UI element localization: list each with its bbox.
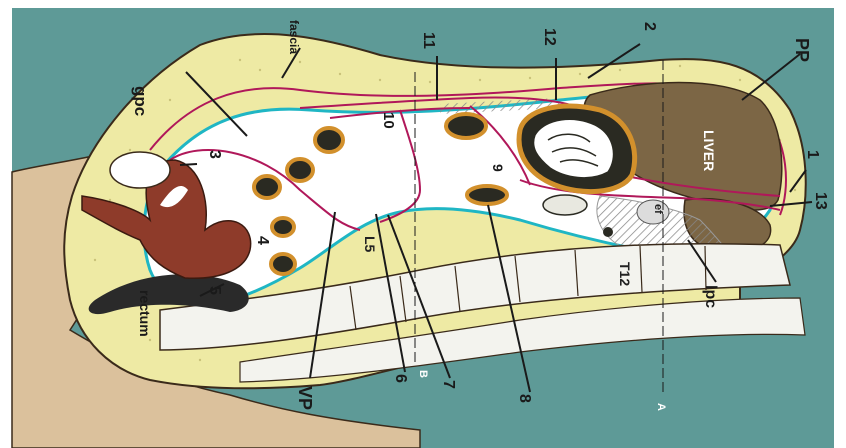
label-t12: T12 xyxy=(617,262,633,286)
label-10: 10 xyxy=(380,112,397,129)
label-12: 12 xyxy=(541,28,558,46)
label-plane-b: B xyxy=(417,370,429,378)
label-gpc: gpc xyxy=(131,86,150,116)
label-ef: ef xyxy=(652,204,664,214)
label-13: 13 xyxy=(812,192,829,210)
label-8: 8 xyxy=(516,394,533,403)
label-7: 7 xyxy=(440,380,457,389)
label-4: 4 xyxy=(254,236,271,245)
label-liver: LIVER xyxy=(701,130,717,171)
label-3: 3 xyxy=(206,150,223,159)
duodenum xyxy=(543,195,587,215)
bladder-cavity xyxy=(110,152,170,188)
label-6: 6 xyxy=(392,374,409,383)
label-9: 9 xyxy=(490,164,506,172)
aorta xyxy=(603,227,613,237)
label-l5: L5 xyxy=(362,236,378,253)
label-vp: VP xyxy=(295,386,315,410)
label-5: 5 xyxy=(206,286,223,295)
label-rectum: rectum xyxy=(137,290,153,337)
label-fascia: fascia xyxy=(287,20,301,54)
label-11: 11 xyxy=(420,32,437,49)
label-plane-a: A xyxy=(655,403,667,411)
label-lpc: lpc xyxy=(702,285,719,308)
label-pp: PP xyxy=(792,38,812,62)
label-1: 1 xyxy=(804,150,821,159)
label-2: 2 xyxy=(641,22,658,31)
